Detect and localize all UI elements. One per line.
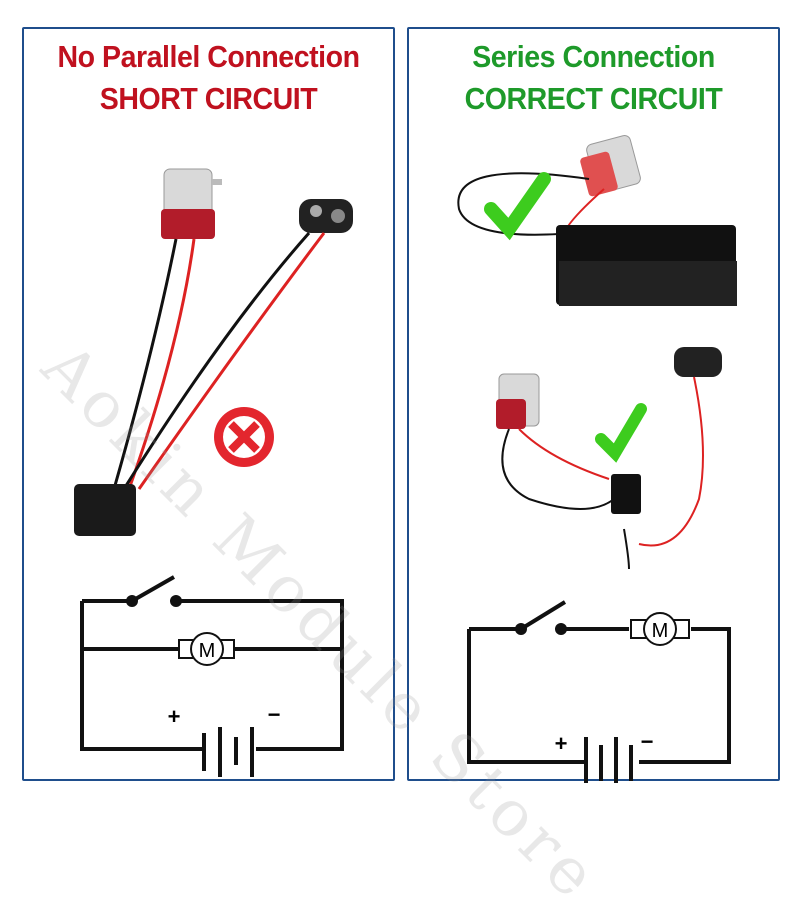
series-illustration: M + − (457, 135, 737, 783)
battery-plus: + (555, 731, 568, 756)
series-schematic (467, 600, 731, 783)
parallel-schematic (80, 575, 344, 777)
motor-photo (580, 135, 641, 197)
parallel-illustration: M + − (74, 168, 353, 777)
check-icon (484, 172, 551, 241)
motor-symbol (643, 612, 677, 646)
short-circuit-label: SHORT CIRCUIT (99, 81, 318, 116)
series-panel: Series Connection CORRECT CIRCUIT (407, 27, 780, 783)
battery-minus: − (641, 729, 654, 754)
parallel-title: No Parallel Connection (57, 39, 360, 74)
check-icon-2 (595, 403, 647, 463)
battery-clip-photo (674, 347, 722, 377)
battery-clip-photo (299, 199, 353, 233)
motor-symbol (190, 632, 224, 666)
wrong-x-icon (214, 407, 274, 467)
battery-plus: + (168, 704, 181, 729)
battery-minus: − (268, 702, 281, 727)
rocker-switch-photo (611, 474, 641, 514)
motor-photo (161, 168, 222, 239)
motor-label: M (652, 620, 669, 642)
parallel-panel: No Parallel Connection SHORT CIRCUIT (22, 27, 395, 781)
correct-circuit-label: CORRECT CIRCUIT (464, 81, 723, 116)
rocker-switch-photo (74, 484, 136, 536)
motor-label: M (199, 640, 216, 662)
wires (112, 232, 326, 490)
series-title: Series Connection (472, 39, 715, 74)
